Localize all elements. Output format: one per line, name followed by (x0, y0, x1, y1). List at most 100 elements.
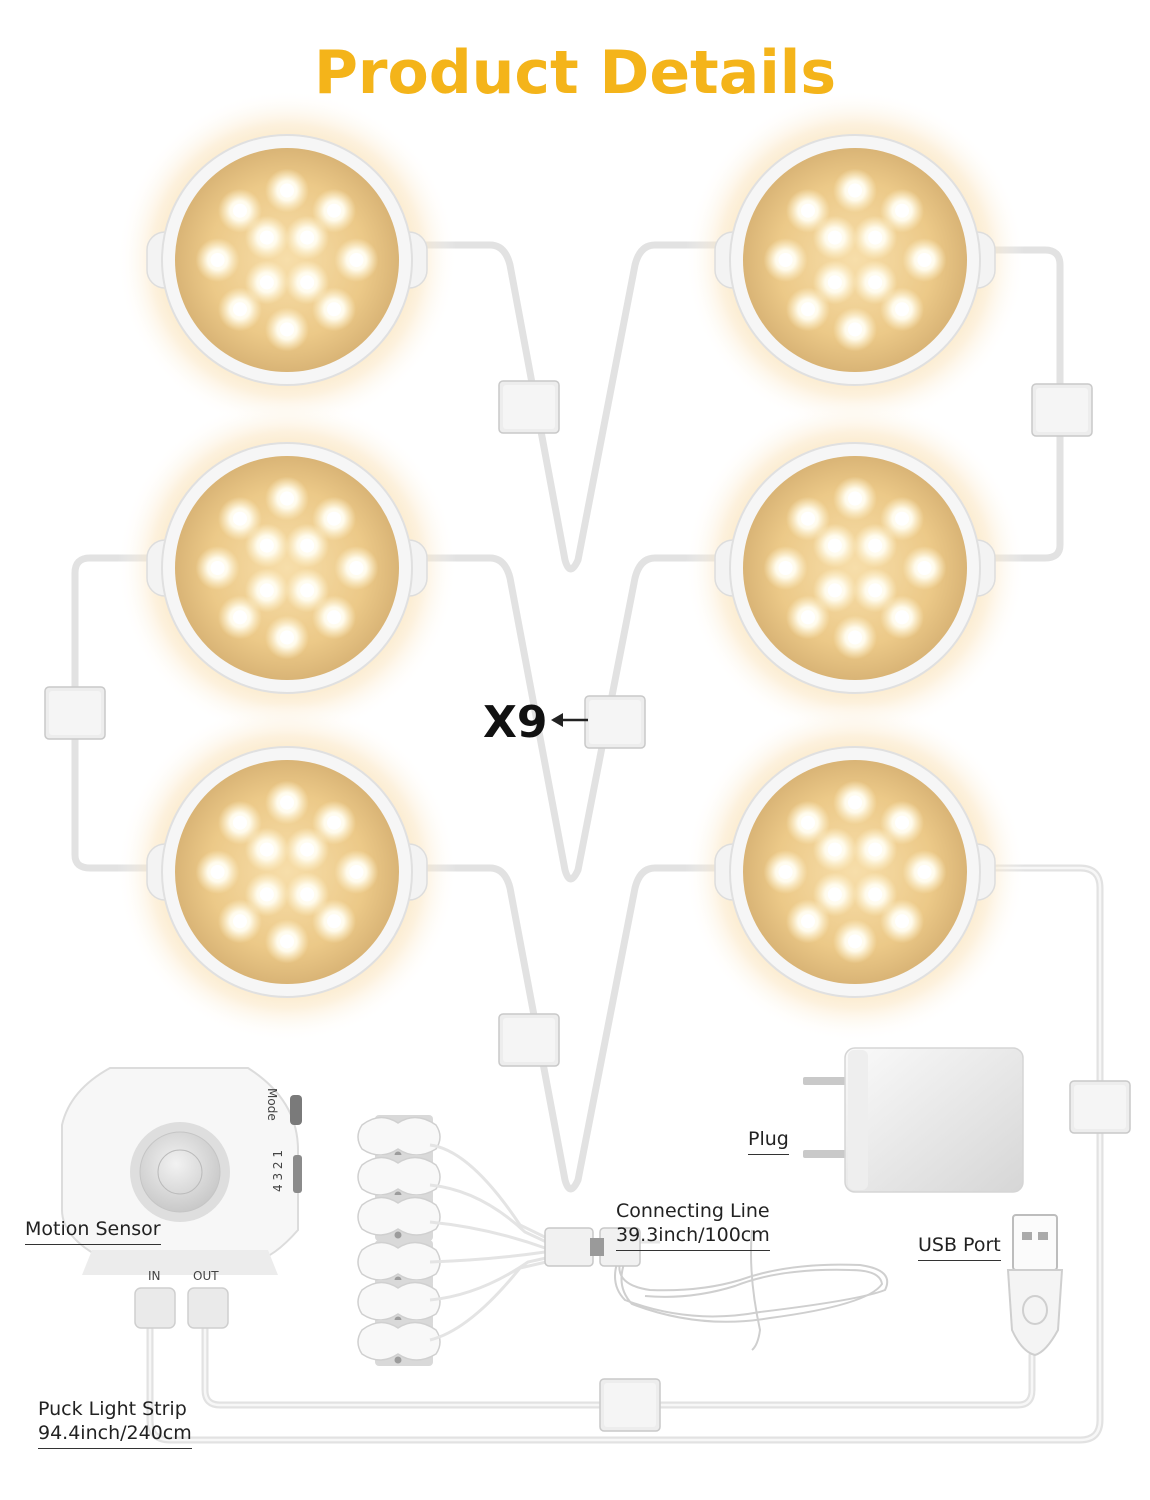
motion-sensor-body (61, 1067, 302, 1329)
page-title: Product Details (313, 38, 837, 108)
usb-port-text: USB Port (918, 1234, 1001, 1261)
sensor-levels-text: 4 3 2 1 (271, 1150, 285, 1192)
led-dot (210, 253, 225, 267)
led-dot (868, 583, 883, 598)
quantity-label: X9 (483, 697, 548, 748)
led-dot (800, 203, 815, 218)
led-dot (848, 630, 862, 645)
led-dot (280, 795, 294, 810)
led-dot (895, 610, 910, 625)
puck-lights (117, 90, 1025, 1042)
wire-connector (1069, 1080, 1131, 1134)
led-dot (917, 865, 932, 879)
connecting-line-name: Connecting Line (616, 1200, 770, 1222)
led-dot (800, 610, 815, 625)
led-dot (917, 561, 932, 575)
led-dot (259, 583, 274, 598)
led-dot (259, 538, 274, 553)
led-dot (300, 887, 315, 902)
plug-text: Plug (748, 1128, 789, 1155)
cable-clip (357, 1280, 441, 1326)
cable-clips (357, 1115, 441, 1366)
led-dot (827, 538, 842, 553)
cable-clip (357, 1155, 441, 1201)
led-dot (327, 203, 342, 218)
motion-sensor-label: Motion Sensor (25, 1218, 161, 1245)
led-dot (300, 230, 315, 245)
led-dot (868, 230, 883, 245)
led-dot (327, 302, 342, 317)
led-dot (827, 275, 842, 290)
led-dot (232, 815, 247, 830)
plug-label: Plug (748, 1128, 789, 1155)
led-dot (349, 865, 364, 879)
connecting-line-coil (614, 1229, 889, 1351)
led-dot (280, 934, 294, 949)
led-dot (210, 561, 225, 575)
led-dot (800, 914, 815, 929)
led-dot (895, 914, 910, 929)
wire-connector (498, 380, 560, 434)
wire-connector (584, 695, 646, 749)
led-dot (349, 561, 364, 575)
puck-light (685, 398, 1025, 738)
led-dot (827, 887, 842, 902)
led-dot (349, 253, 364, 267)
puck-light (685, 90, 1025, 430)
led-dot (232, 914, 247, 929)
led-dot (232, 610, 247, 625)
puck-strip-name: Puck Light Strip (38, 1398, 187, 1420)
led-dot (778, 253, 793, 267)
clip-wires (429, 1143, 556, 1342)
puck-strip-length: 94.4inch/240cm (38, 1422, 192, 1449)
sensor-in-text: IN (148, 1269, 161, 1283)
cable-clip (357, 1195, 441, 1241)
puck-light (117, 90, 457, 430)
led-dot (800, 302, 815, 317)
puck-light (117, 702, 457, 1042)
led-dot (800, 511, 815, 526)
led-dot (827, 583, 842, 598)
led-dot (895, 302, 910, 317)
led-dot (848, 934, 862, 949)
sensor-out-text: OUT (193, 1269, 219, 1283)
usb-port (1006, 1214, 1064, 1357)
led-dot (778, 865, 793, 879)
led-dot (895, 203, 910, 218)
x9-arrow (551, 713, 588, 727)
led-dot (868, 275, 883, 290)
led-dot (300, 842, 315, 857)
cable-clip (357, 1320, 441, 1366)
plug (803, 1047, 1024, 1193)
led-dot (848, 183, 862, 198)
led-dot (868, 887, 883, 902)
led-dot (280, 491, 294, 506)
led-dot (327, 815, 342, 830)
led-dot (868, 538, 883, 553)
led-dot (800, 815, 815, 830)
led-dot (259, 842, 274, 857)
led-dot (917, 253, 932, 267)
led-dot (210, 865, 225, 879)
led-dot (868, 842, 883, 857)
led-dot (300, 275, 315, 290)
led-dot (895, 815, 910, 830)
puck-light (117, 398, 457, 738)
led-dot (280, 322, 294, 337)
led-dot (848, 795, 862, 810)
led-dot (327, 511, 342, 526)
wire-connector (498, 1013, 560, 1067)
led-dot (232, 203, 247, 218)
led-dot (327, 914, 342, 929)
cable-clip (357, 1115, 441, 1161)
led-dot (827, 230, 842, 245)
connecting-line-hub (544, 1227, 641, 1267)
led-dot (259, 887, 274, 902)
led-dot (259, 275, 274, 290)
led-dot (327, 610, 342, 625)
led-dot (300, 583, 315, 598)
led-dot (895, 511, 910, 526)
mode-text: Mode (265, 1088, 279, 1121)
wire-connector (44, 686, 106, 740)
led-dot (232, 511, 247, 526)
